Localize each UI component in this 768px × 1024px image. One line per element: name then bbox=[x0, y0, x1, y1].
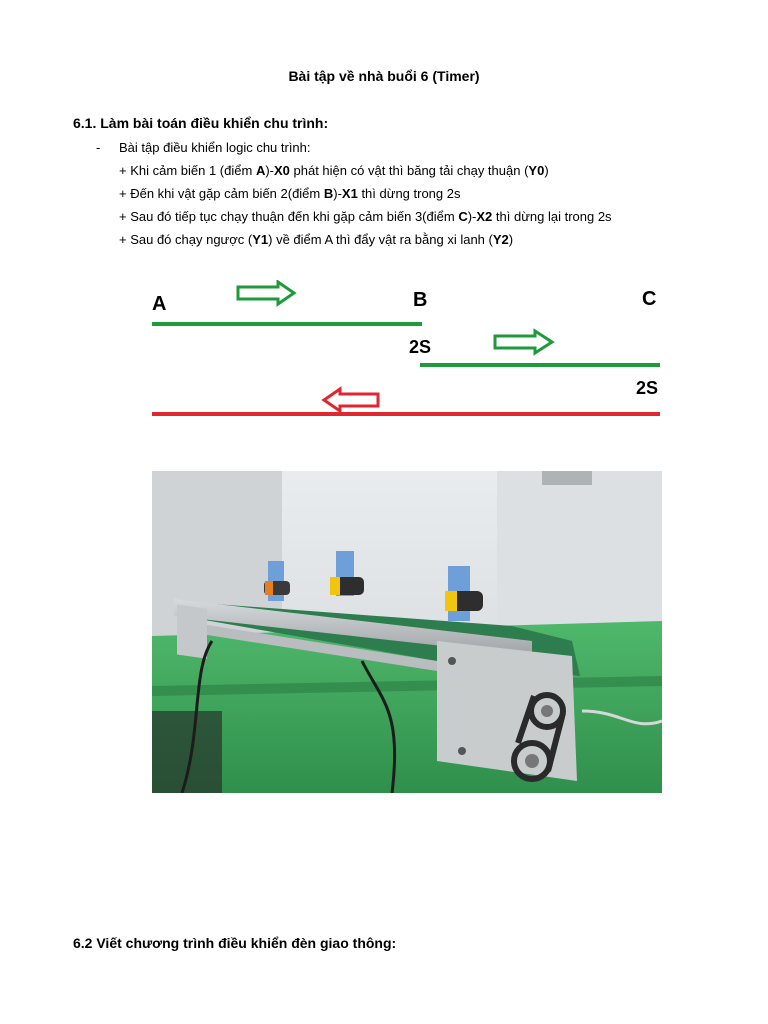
document-title: Bài tập về nhà buổi 6 (Timer) bbox=[288, 68, 480, 84]
step-text-part: ) về điểm A thì đẩy vật ra bằng xi lanh … bbox=[268, 232, 493, 247]
step-text-part: thì dừng lại trong 2s bbox=[492, 209, 612, 224]
step-text-part: ) bbox=[508, 232, 514, 247]
label-point-b: B bbox=[413, 289, 427, 311]
section-heading-6-1: 6.1. Làm bài toán điều khiển chu trình: bbox=[73, 115, 329, 131]
step-text-part: Y1 bbox=[252, 232, 269, 247]
bullet-dash: - bbox=[96, 140, 101, 155]
step-text-part: )- bbox=[467, 209, 477, 224]
step-text-part: + Sau đó tiếp tục chạy thuận đến khi gặp… bbox=[119, 209, 459, 224]
label-point-a: A bbox=[152, 293, 166, 315]
step-text-part: + Đến khi vật gặp cảm biến 2(điểm bbox=[119, 186, 324, 201]
step-text-part: B bbox=[323, 186, 334, 201]
delay-label-c: 2S bbox=[636, 378, 658, 398]
cycle-diagram: A B C 2S 2S bbox=[152, 280, 660, 416]
delay-label-b: 2S bbox=[409, 337, 431, 357]
step-line-4: + Sau đó chạy ngược (Y1) về điểm A thì đ… bbox=[119, 232, 513, 247]
reverse-arrow-icon bbox=[321, 386, 380, 414]
step-line-3: + Sau đó tiếp tục chạy thuận đến khi gặp… bbox=[119, 209, 612, 224]
step-text-part: + Khi cảm biến 1 (điểm bbox=[119, 163, 256, 178]
step-text-part: thì dừng trong 2s bbox=[357, 186, 461, 201]
step-text-part: )- bbox=[265, 163, 274, 178]
step-text-part: )- bbox=[333, 186, 342, 201]
forward-arrow-icon bbox=[493, 328, 555, 356]
step-text-part: A bbox=[255, 163, 266, 178]
step-text-part: + Sau đó chạy ngược ( bbox=[119, 232, 253, 247]
step-text-part: X0 bbox=[274, 163, 290, 178]
bullet-text: Bài tập điều khiển logic chu trình: bbox=[119, 140, 311, 155]
step-text-part: X2 bbox=[476, 209, 493, 224]
step-text-part: X1 bbox=[341, 186, 358, 201]
step-text-part: ) bbox=[544, 163, 549, 178]
step-text-part: Y2 bbox=[492, 232, 509, 247]
conveyor-photo bbox=[152, 471, 662, 793]
step-text-part: phát hiện có vật thì băng tải chạy thuận… bbox=[289, 163, 529, 178]
step-line-2: + Đến khi vật gặp cảm biến 2(điểm B)-X1 … bbox=[119, 186, 460, 201]
step-line-1: + Khi cảm biến 1 (điểm A)-X0 phát hiện c… bbox=[119, 163, 549, 178]
step-text-part: Y0 bbox=[528, 163, 545, 178]
section-heading-6-2: 6.2 Viết chương trình điều khiển đèn gia… bbox=[73, 935, 397, 951]
label-point-c: C bbox=[642, 288, 656, 310]
forward-arrow-icon bbox=[236, 280, 297, 307]
step-text-part: C bbox=[458, 209, 468, 224]
